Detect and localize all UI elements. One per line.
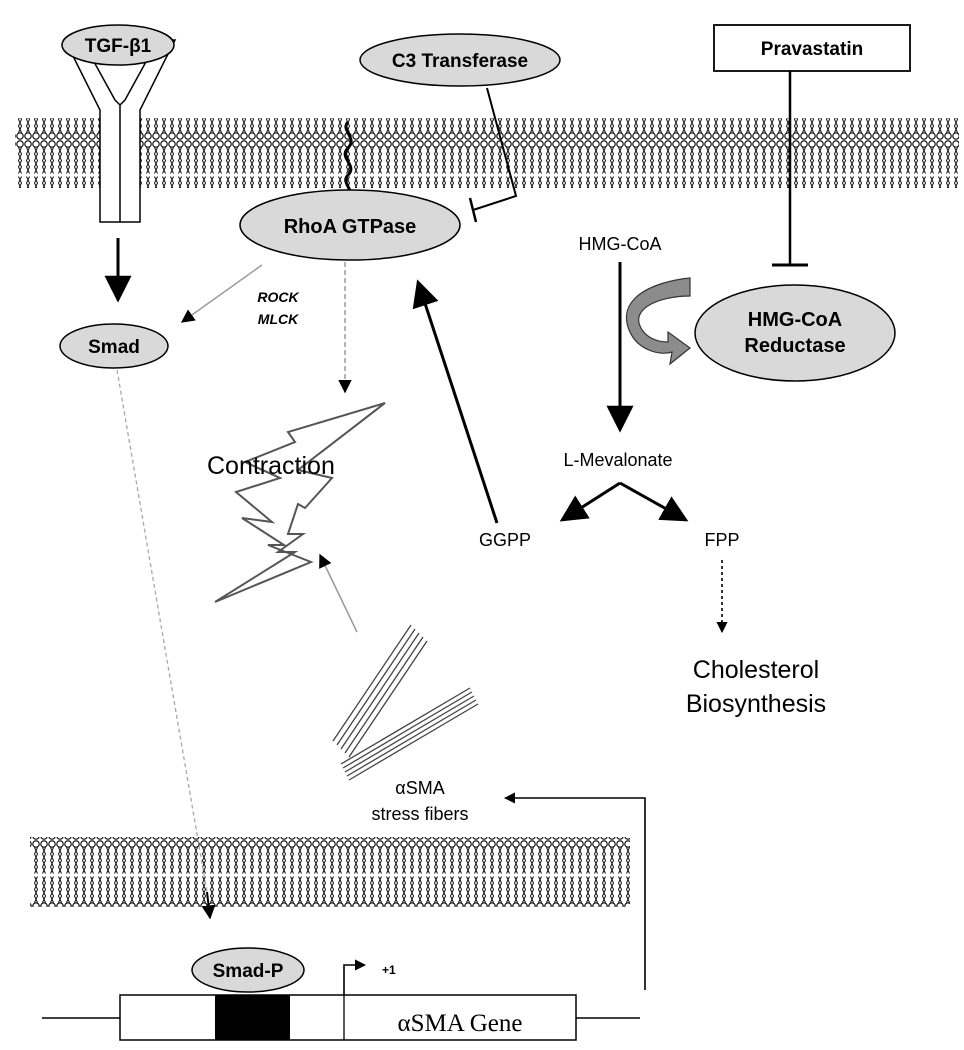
arrow-mevalonate-ggpp <box>559 481 621 522</box>
cholesterol-label-line1: Cholesterol <box>693 656 819 684</box>
nuclear-membrane <box>30 837 630 907</box>
c3-label: C3 Transferase <box>392 51 528 72</box>
smad-node: Smad <box>59 323 169 369</box>
pravastatin-label: Pravastatin <box>761 39 863 60</box>
smadp-label: Smad-P <box>213 961 284 982</box>
hmgcoa-label: HMG-CoA <box>578 234 661 254</box>
rock-label: ROCK <box>257 289 299 305</box>
asma-label-line1: αSMA <box>395 778 444 798</box>
reductase-label-line2: Reductase <box>744 335 845 357</box>
c3-inhibit-line <box>472 87 518 211</box>
smad-label: Smad <box>88 337 140 358</box>
reductase-label-line1: HMG-CoA <box>748 309 842 331</box>
mevalonate-label: L-Mevalonate <box>563 450 672 470</box>
c3-node: C3 Transferase <box>359 33 561 87</box>
rhoa-anchor-squiggle <box>343 120 353 200</box>
gene-box <box>119 994 577 1041</box>
tgf-node: TGF-β1 <box>61 24 175 66</box>
mlck-label: MLCK <box>258 311 299 327</box>
smadp-node: Smad-P <box>191 947 305 993</box>
contraction-label: Contraction <box>207 452 335 480</box>
arrow-gene-fibers <box>503 792 646 990</box>
rhoa-label: RhoA GTPase <box>284 216 417 238</box>
asma-label-line2: stress fibers <box>371 804 468 824</box>
plasma-membrane <box>15 118 959 188</box>
fpp-label: FPP <box>704 530 739 550</box>
arrow-rhoa-smad <box>180 264 263 323</box>
rhoa-node: RhoA GTPase <box>239 189 461 261</box>
cholesterol-label-line2: Biosynthesis <box>686 690 826 718</box>
arrow-mevalonate-fpp <box>619 481 689 522</box>
tss-label: +1 <box>382 963 396 977</box>
tgf-label: TGF-β1 <box>85 36 152 57</box>
arrow-smadp-entry <box>201 891 216 920</box>
lightning-bolt <box>214 402 386 603</box>
gene-label: αSMA Gene <box>398 1010 523 1037</box>
arrow-ggpp-rhoa <box>412 279 499 524</box>
c3-inhibit-bar <box>468 197 478 223</box>
reductase-node: HMG-CoA Reductase <box>694 284 896 382</box>
tss-arrow <box>343 959 367 995</box>
ggpp-label: GGPP <box>479 530 531 550</box>
reductase-curved-arrow <box>625 277 691 366</box>
stress-fibers <box>332 624 479 781</box>
arrow-smad-smadp <box>116 369 208 893</box>
arrow-fibers-contraction <box>319 553 358 633</box>
smad-binding-element <box>215 995 290 1040</box>
pravastatin-node: Pravastatin <box>713 24 911 72</box>
